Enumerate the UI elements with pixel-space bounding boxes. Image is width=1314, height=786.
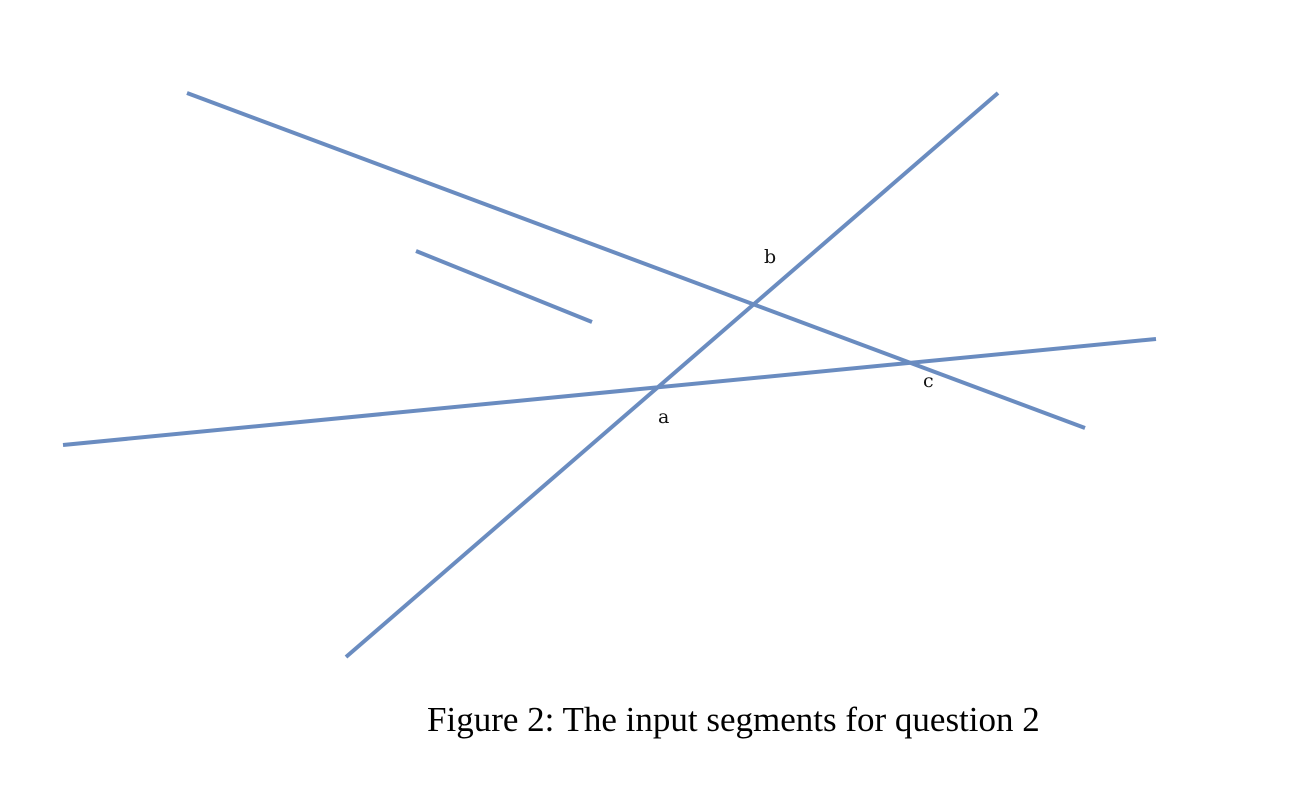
segment-long-ascending [344,91,1000,659]
point-label-a: a [658,406,669,428]
segment-nearly-horizontal [62,337,1157,447]
segment-short [415,249,593,324]
figure-caption: Figure 2: The input segments for questio… [427,700,1040,739]
point-label-b: b [764,246,776,268]
point-label-c: c [923,370,934,392]
segment-long-descending [186,91,1086,430]
